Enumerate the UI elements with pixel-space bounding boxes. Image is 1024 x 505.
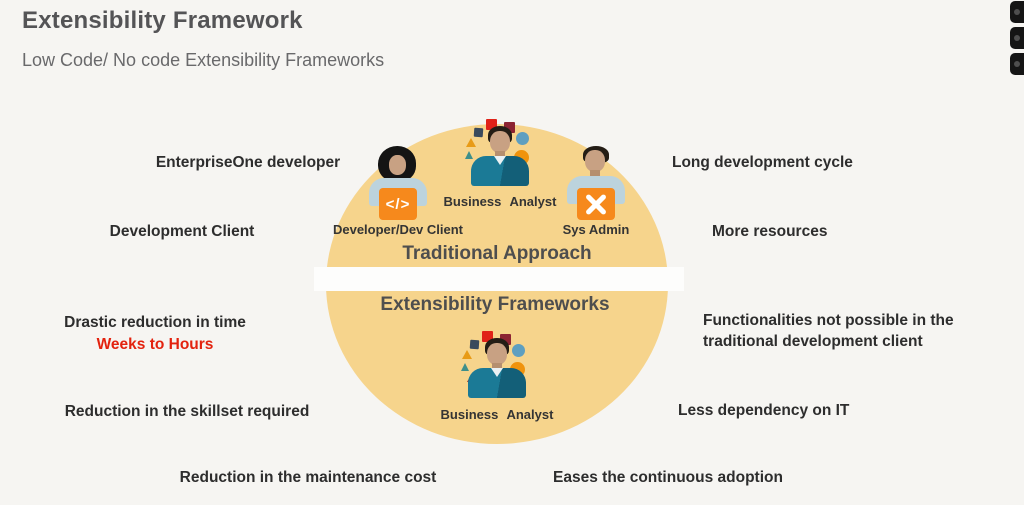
person-neck [492, 363, 502, 370]
person-torso [468, 368, 526, 398]
callout-drastic-reduction: Drastic reduction in time [64, 314, 246, 331]
callout-more-resources: More resources [712, 223, 828, 240]
triangle-shape [462, 350, 472, 359]
person-face [487, 343, 507, 365]
sys-admin-label: Sys Admin [562, 222, 630, 237]
triangle-shape [461, 363, 469, 371]
person-face [585, 150, 605, 172]
developer-figure: </> [364, 146, 432, 226]
business-analyst-figure-bottom [463, 338, 531, 400]
person-collar [494, 156, 506, 165]
code-icon: </> [385, 195, 411, 213]
person-face [490, 131, 510, 153]
callout-enterpriseone-developer: EnterpriseOne developer [155, 154, 341, 171]
person-face [389, 155, 406, 175]
square-shape [500, 334, 511, 345]
person-neck [590, 170, 600, 178]
square-shape [482, 331, 493, 342]
person-collar [491, 368, 503, 377]
page-subtitle: Low Code/ No code Extensibility Framewor… [22, 50, 385, 70]
callout-long-dev-cycle: Long development cycle [672, 154, 853, 171]
callout-development-client: Development Client [109, 223, 255, 240]
square-shape [504, 122, 515, 133]
sys-admin-figure [562, 146, 630, 226]
cropped-toolbar-icon[interactable] [1010, 27, 1024, 49]
cropped-toolbar-icon[interactable] [1010, 53, 1024, 75]
person-neck [495, 151, 505, 158]
square-shape [486, 119, 497, 130]
business-analyst-label: Business Analyst [440, 407, 554, 422]
callout-weeks-to-hours: Weeks to Hours [96, 336, 214, 353]
extensibility-frameworks-heading: Extensibility Frameworks [380, 294, 610, 315]
person-torso [471, 156, 529, 186]
business-analyst-figure-top [466, 126, 534, 188]
page-title: Extensibility Framework [22, 7, 303, 34]
circle-shape [512, 344, 525, 357]
callout-skillset-reduction: Reduction in the skillset required [64, 403, 310, 420]
traditional-approach-heading: Traditional Approach [402, 243, 592, 264]
callout-less-dependency: Less dependency on IT [678, 402, 850, 419]
triangle-shape [466, 138, 476, 147]
business-analyst-label: Business Analyst [443, 194, 557, 209]
callout-continuous-adoption: Eases the continuous adoption [553, 469, 783, 486]
circle-divider [314, 267, 684, 291]
callout-maintenance-cost: Reduction in the maintenance cost [179, 469, 437, 486]
tools-badge [577, 188, 615, 220]
tools-icon [577, 188, 615, 220]
circle-shape [516, 132, 529, 145]
developer-label: Developer/Dev Client [332, 222, 464, 237]
code-badge: </> [379, 188, 417, 220]
cropped-toolbar-icon[interactable] [1010, 1, 1024, 23]
triangle-shape [465, 151, 473, 159]
callout-functionalities: Functionalities not possible in the trad… [703, 312, 954, 350]
